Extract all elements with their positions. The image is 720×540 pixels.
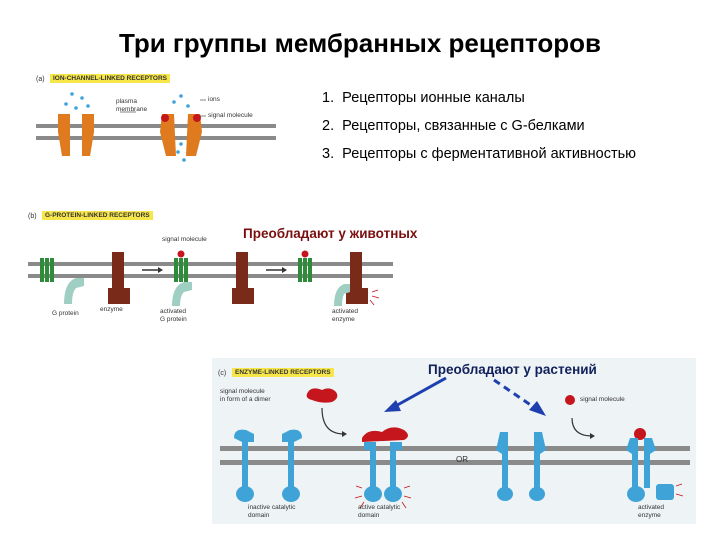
panel-letter: (a) bbox=[36, 76, 45, 83]
membrane-top-layer bbox=[28, 262, 393, 266]
ions-dots bbox=[64, 92, 190, 162]
note-plants: Преобладают у растений bbox=[428, 362, 597, 377]
label-plasma-membrane: plasma membrane bbox=[116, 98, 148, 113]
signal-molecule-dot bbox=[193, 114, 201, 122]
list-item: 3. Рецепторы с ферментативной активность… bbox=[322, 144, 636, 172]
label-activated-enzyme: activated enzyme bbox=[638, 504, 665, 519]
receptor-groups-list: 1. Рецепторы ионные каналы 2. Рецепторы,… bbox=[322, 88, 636, 172]
panel-tag: G-PROTEIN-LINKED RECEPTORS bbox=[42, 211, 153, 220]
panel-letter: (b) bbox=[28, 213, 37, 220]
closed-channel-left bbox=[58, 114, 70, 156]
step-arrow bbox=[571, 417, 593, 437]
signal-molecule-dot bbox=[301, 250, 309, 258]
active-receptor-pair bbox=[364, 442, 402, 502]
signal-molecule-dot bbox=[177, 250, 185, 258]
list-item: 2. Рецепторы, связанные с G-белками bbox=[322, 116, 636, 144]
membrane-top-layer bbox=[220, 446, 690, 451]
receptor-green bbox=[40, 258, 54, 282]
activated-g-protein-shape bbox=[172, 282, 192, 306]
step-arrow-head bbox=[590, 433, 595, 439]
bound-dimer-shape bbox=[362, 427, 408, 442]
g-protein-bound-shape bbox=[334, 284, 350, 306]
panel-tag: ION-CHANNEL-LINKED RECEPTORS bbox=[50, 74, 170, 83]
list-item: 1. Рецепторы ионные каналы bbox=[322, 88, 636, 116]
step-arrow-head bbox=[282, 267, 287, 273]
label-activated-enzyme: activated enzyme bbox=[332, 308, 359, 323]
panel-ion-channel: (a) ION-CHANNEL-LINKED RECEPTORS plasma … bbox=[36, 72, 276, 164]
g-protein-illustration bbox=[28, 250, 393, 306]
list-item-number: 3. bbox=[322, 146, 335, 162]
enzyme-linked-illustration bbox=[220, 388, 690, 509]
label-activated-g-protein: activated G protein bbox=[160, 308, 187, 323]
panel-g-protein: (b) G-PROTEIN-LINKED RECEPTORS signal mo… bbox=[28, 208, 393, 330]
label-or: OR bbox=[456, 455, 468, 464]
activation-burst bbox=[354, 485, 412, 509]
membrane-top-layer bbox=[36, 124, 276, 128]
open-channel-right bbox=[186, 114, 202, 156]
panel-enzyme-linked: (c) ENZYME-LINKED RECEPTORS bbox=[212, 358, 696, 524]
label-signal-molecule: signal molecule bbox=[208, 112, 253, 119]
activated-enzyme-shape bbox=[346, 252, 368, 304]
label-inactive-domain: inactive catalytic domain bbox=[248, 504, 296, 519]
list-item-number: 1. bbox=[322, 90, 335, 106]
page-title: Три группы мембранных рецепторов bbox=[118, 28, 602, 58]
label-ions: ions bbox=[208, 96, 220, 103]
list-item-text: Рецепторы с ферментативной активностью bbox=[342, 146, 637, 162]
label-signal-molecule: signal molecule bbox=[580, 396, 625, 403]
label-signal-molecule: signal molecule bbox=[162, 236, 207, 243]
bound-signal-molecule bbox=[634, 428, 646, 440]
activation-burst bbox=[369, 289, 380, 306]
membrane-bottom-layer bbox=[28, 274, 393, 278]
ion-channel-illustration bbox=[36, 92, 276, 162]
receptor-green bbox=[174, 258, 188, 282]
step-arrow-head bbox=[158, 267, 163, 273]
panel-letter: (c) bbox=[218, 370, 227, 377]
open-channel-left bbox=[160, 114, 176, 156]
single-receptor-pair bbox=[496, 432, 546, 501]
panel-tag: ENZYME-LINKED RECEPTORS bbox=[232, 368, 334, 377]
signal-molecule-dot bbox=[565, 395, 575, 405]
enzyme-shape bbox=[108, 252, 130, 304]
label-dimer: signal molecule in form of a dimer bbox=[220, 388, 271, 403]
label-g-protein: G protein bbox=[52, 310, 79, 317]
signal-molecule-dot bbox=[161, 114, 169, 122]
step-arrow bbox=[321, 407, 345, 435]
list-item-text: Рецепторы ионные каналы bbox=[342, 90, 525, 106]
closed-channel-right bbox=[82, 114, 94, 156]
inactive-receptor-pair bbox=[234, 429, 302, 502]
receptor-green bbox=[298, 258, 312, 282]
activated-receptor-pair bbox=[626, 438, 674, 502]
dimer-signal-shape bbox=[306, 388, 338, 403]
note-animals: Преобладают у животных bbox=[243, 226, 418, 241]
g-protein-shape bbox=[64, 278, 84, 304]
activation-burst bbox=[675, 483, 684, 497]
membrane-bottom-layer bbox=[220, 460, 690, 465]
list-item-text: Рецепторы, связанные с G-белками bbox=[342, 118, 585, 134]
enzyme-shape bbox=[232, 252, 254, 304]
membrane-bottom-layer bbox=[36, 136, 276, 140]
list-item-number: 2. bbox=[322, 118, 335, 134]
label-enzyme: enzyme bbox=[100, 306, 123, 313]
step-arrow-head bbox=[342, 431, 347, 437]
label-active-domain: active catalytic domain bbox=[358, 504, 401, 519]
